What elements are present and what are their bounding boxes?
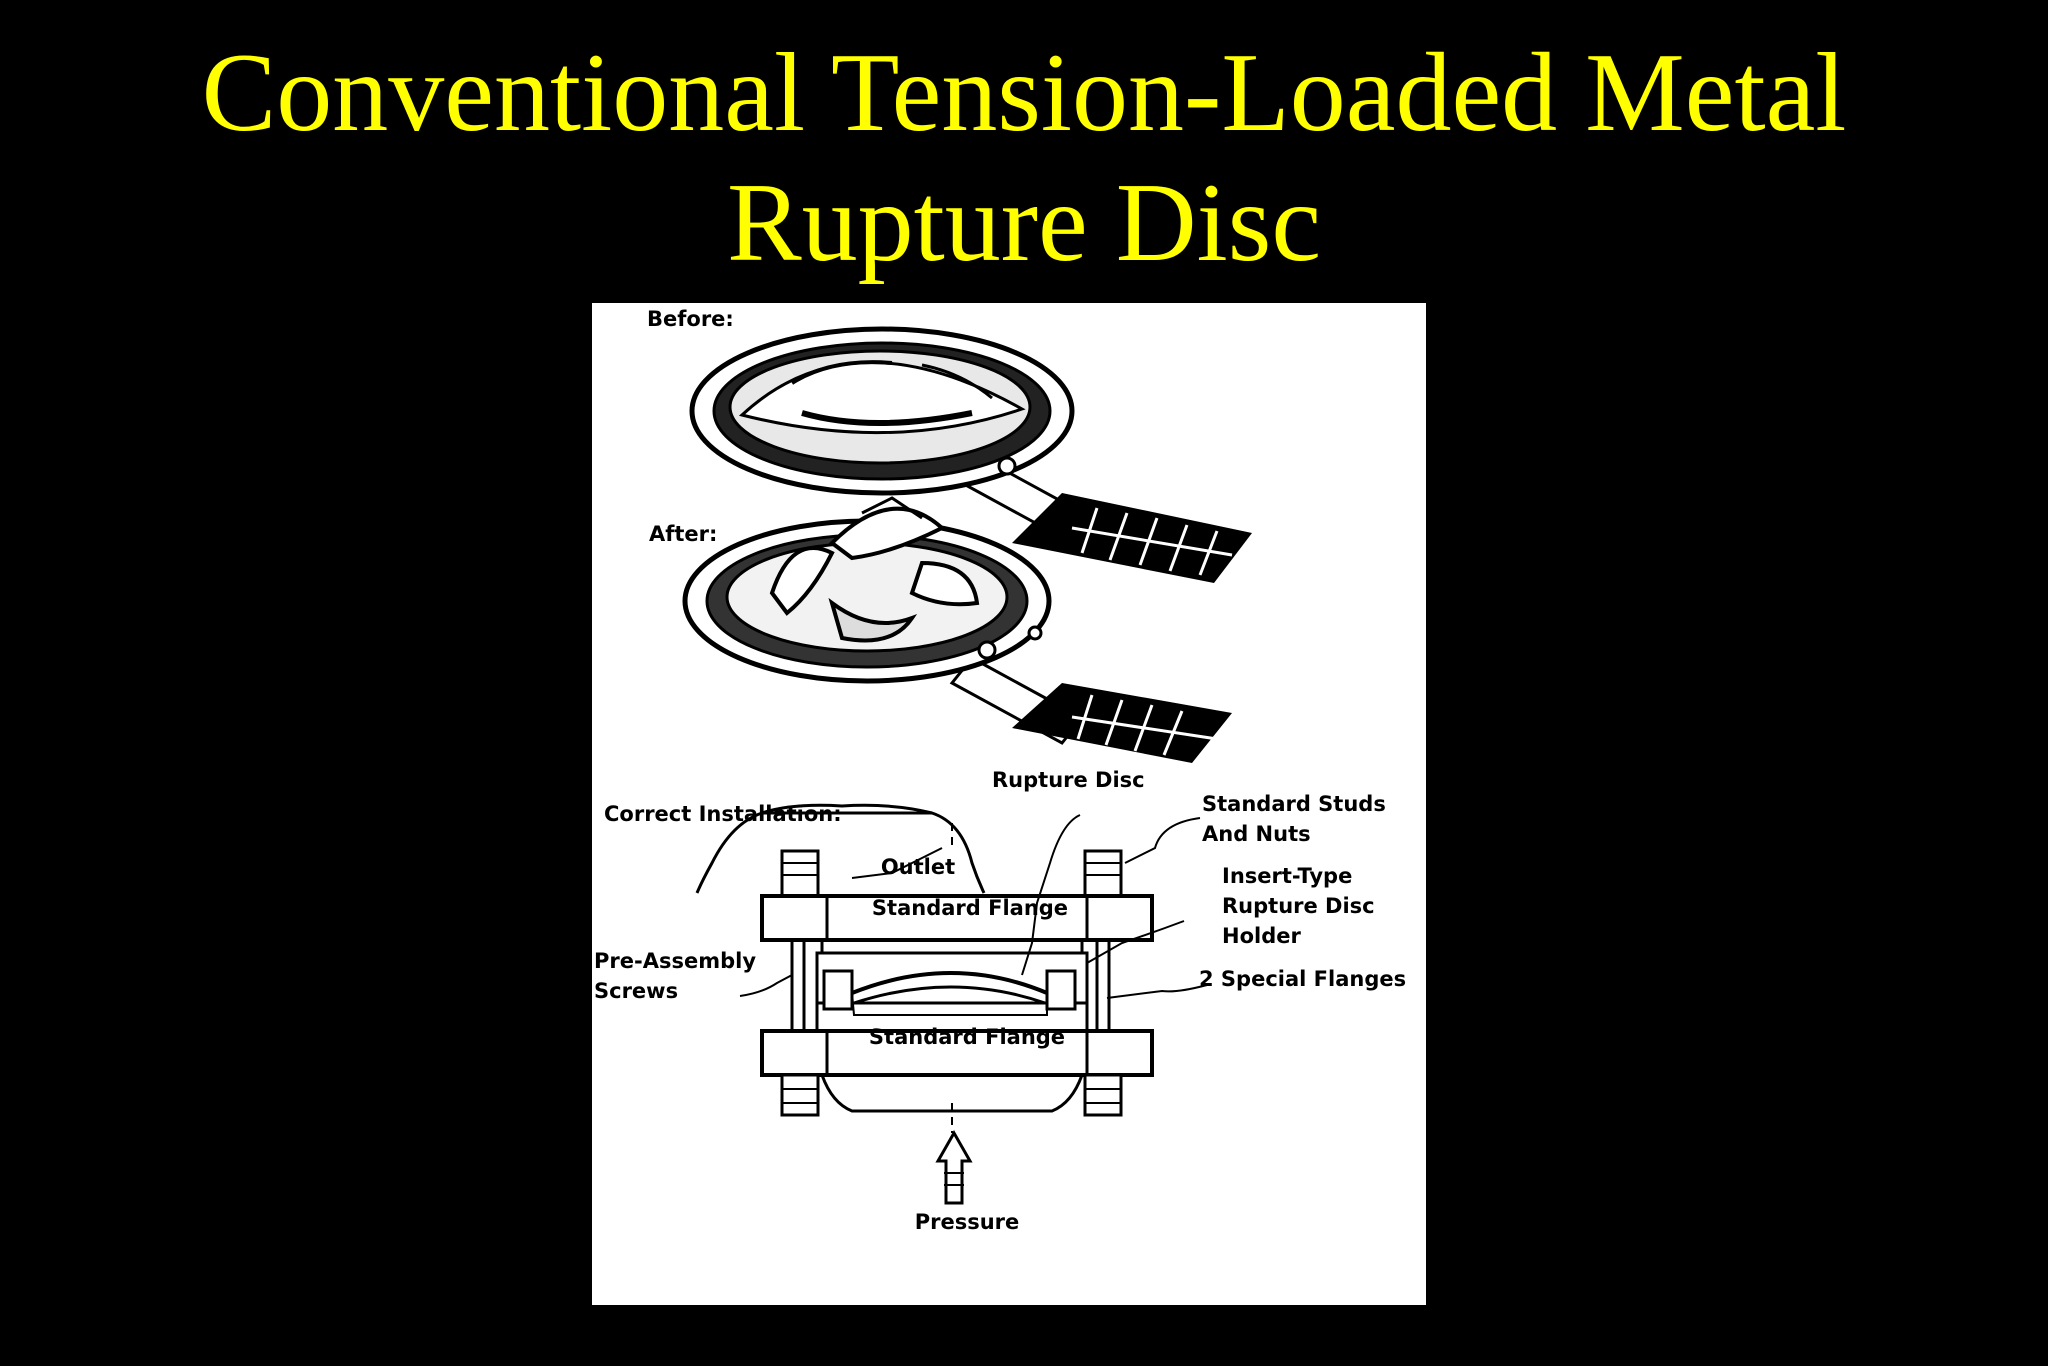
installation-assembly (695, 803, 1208, 1205)
pre-assembly-label-line-1: Pre-Assembly (594, 949, 756, 973)
rupture-disc-label: Rupture Disc (992, 768, 1145, 792)
insert-type-label-line-3: Holder (1222, 924, 1301, 948)
slide-title: Conventional Tension-Loaded Metal Ruptur… (0, 28, 2048, 288)
standard-flange-bottom-label: Standard Flange (869, 1025, 1065, 1049)
title-line-2: Rupture Disc (726, 161, 1322, 285)
rupture-disc-diagram: Before: After: Correct Installation: Rup… (594, 307, 1406, 1234)
after-disc-illustration (682, 496, 1232, 763)
after-label: After: (649, 522, 717, 546)
pressure-label: Pressure (915, 1210, 1020, 1234)
correct-installation-label: Correct Installation: (604, 802, 842, 826)
standard-flange-top-label: Standard Flange (872, 896, 1068, 920)
special-flanges-label: 2 Special Flanges (1199, 967, 1406, 991)
standard-studs-label-line-2: And Nuts (1202, 822, 1311, 846)
before-disc-illustration (689, 326, 1252, 583)
outlet-label: Outlet (881, 855, 955, 879)
rupture-disc-figure: Before: After: Correct Installation: Rup… (592, 303, 1426, 1305)
insert-type-label-line-1: Insert-Type (1222, 864, 1352, 888)
before-label: Before: (647, 307, 734, 331)
standard-studs-label-line-1: Standard Studs (1202, 792, 1386, 816)
title-line-1: Conventional Tension-Loaded Metal (201, 31, 1847, 155)
pre-assembly-label-line-2: Screws (594, 979, 678, 1003)
insert-type-label-line-2: Rupture Disc (1222, 894, 1375, 918)
